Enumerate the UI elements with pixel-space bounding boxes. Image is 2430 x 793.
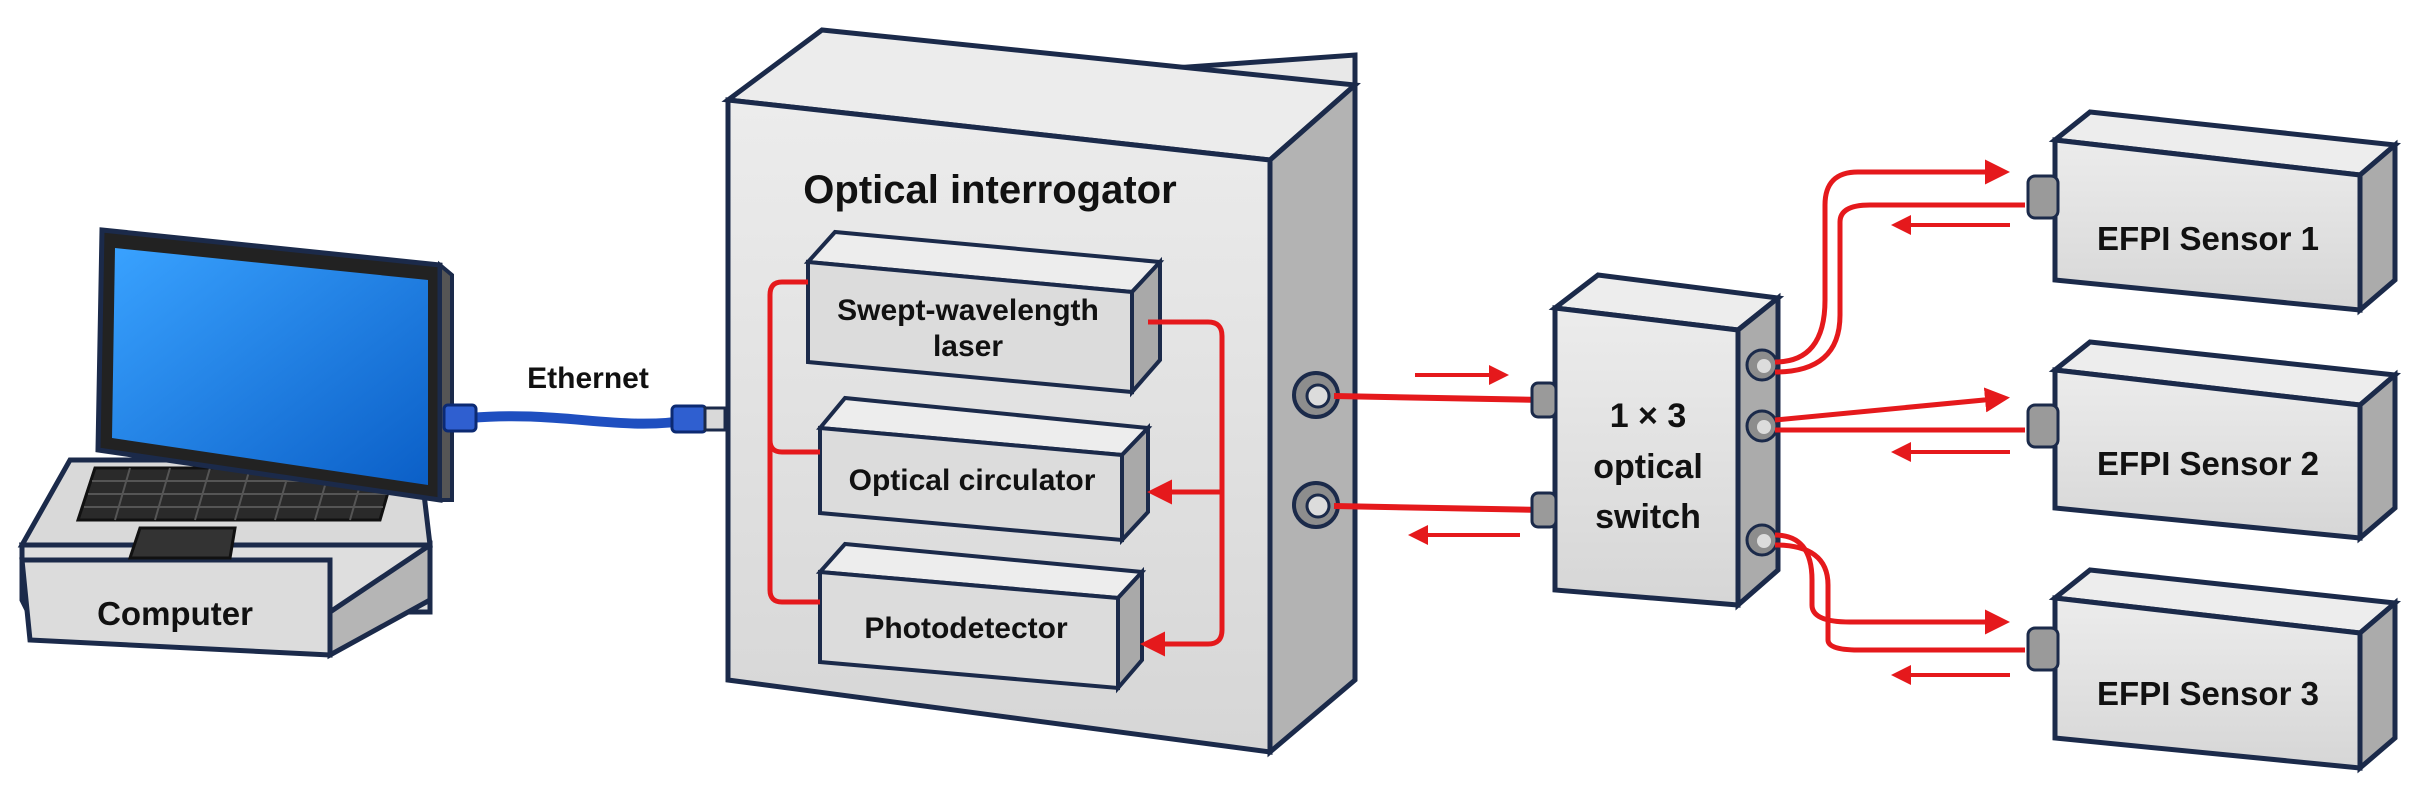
rj45-plug-left xyxy=(442,403,478,433)
ethernet-port xyxy=(703,406,727,432)
cable-line xyxy=(465,411,695,429)
efpi-sensor-3: EFPI Sensor 3 xyxy=(2026,567,2402,774)
photodetector-label: Photodetector xyxy=(864,612,1068,645)
sensor-3-label: EFPI Sensor 3 xyxy=(2097,675,2319,712)
sensor-1-connector xyxy=(2026,174,2060,220)
sensor-2-label: EFPI Sensor 2 xyxy=(2097,445,2319,482)
switch-output-port-1 xyxy=(1745,348,1779,382)
laser-label-2: laser xyxy=(933,330,1003,363)
switch-label-2: optical xyxy=(1593,448,1703,486)
fiber-out-sensor-1 xyxy=(1774,159,2010,365)
ethernet-cable: Ethernet xyxy=(442,362,727,434)
fibers-to-switch xyxy=(1333,365,1546,545)
photodetector-module: Photodetector xyxy=(815,541,1147,694)
screen xyxy=(112,248,428,485)
sensor-2-connector xyxy=(2026,403,2060,449)
interrogator-connector-in xyxy=(1292,481,1340,529)
switch-output-port-3 xyxy=(1745,523,1779,557)
computer-label: Computer xyxy=(97,595,253,632)
switch-label-1: 1 × 3 xyxy=(1610,397,1687,435)
optical-interrogator: Optical interrogator Swept-wavelength la… xyxy=(721,27,1361,758)
ethernet-label: Ethernet xyxy=(527,362,649,395)
optical-switch: 1 × 3 optical switch xyxy=(1530,272,1785,611)
efpi-sensor-2: EFPI Sensor 2 xyxy=(2026,339,2402,544)
laser-label-1: Swept-wavelength xyxy=(837,294,1099,327)
rj45-plug-right xyxy=(670,404,708,434)
computer: Computer xyxy=(17,227,454,660)
efpi-sensor-1: EFPI Sensor 1 xyxy=(2026,109,2402,316)
switch-label-3: switch xyxy=(1595,498,1701,536)
circulator-label: Optical circulator xyxy=(849,464,1096,497)
interrogator-label: Optical interrogator xyxy=(803,168,1176,212)
laptop-front-panel xyxy=(19,557,333,658)
fiber-back-sensor-1 xyxy=(1774,202,2025,375)
sensor-3-connector xyxy=(2026,626,2060,672)
interrogator-connector-out xyxy=(1292,371,1340,419)
circulator-module: Optical circulator xyxy=(816,395,1153,546)
touchpad xyxy=(127,526,237,560)
fiber-out-sensor-2 xyxy=(1774,387,2010,423)
fiber-out-sensor-3 xyxy=(1774,532,2010,635)
switch-output-port-2 xyxy=(1745,409,1779,443)
laptop-lid-edge xyxy=(438,260,454,502)
switch-input-port-1 xyxy=(1530,381,1558,419)
laser-module: Swept-wavelength laser xyxy=(803,229,1165,398)
internal-fibers xyxy=(767,279,1225,657)
fiber-back-sensor-3 xyxy=(1774,542,2025,653)
switch-input-port-2 xyxy=(1530,491,1558,529)
sensor-1-label: EFPI Sensor 1 xyxy=(2097,220,2319,257)
fibers-to-sensors xyxy=(1774,159,2025,685)
